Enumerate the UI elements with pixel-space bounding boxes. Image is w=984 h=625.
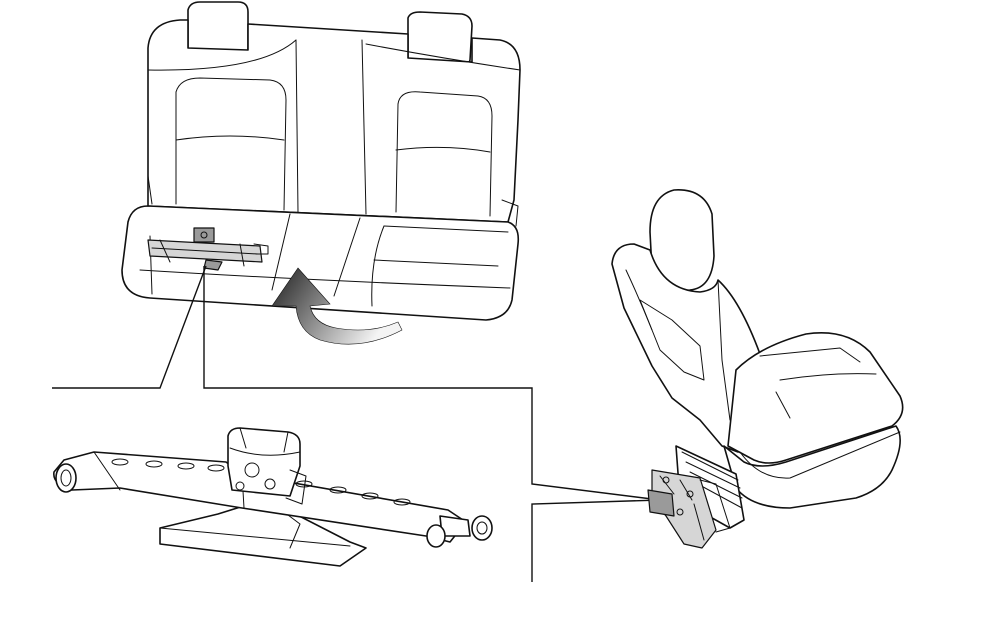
seat-cushion (121, 205, 520, 321)
stowed-jack-on-front-seat (647, 469, 731, 549)
curved-arrow-icon (271, 267, 403, 345)
front-seat-icon (611, 189, 904, 549)
front-cushion (727, 332, 904, 464)
callout-lines (52, 265, 661, 582)
stowed-jack-under-rear-seat (147, 227, 269, 271)
rear-bench-seat-icon (121, 1, 521, 321)
scissor-jack-icon (53, 427, 493, 567)
